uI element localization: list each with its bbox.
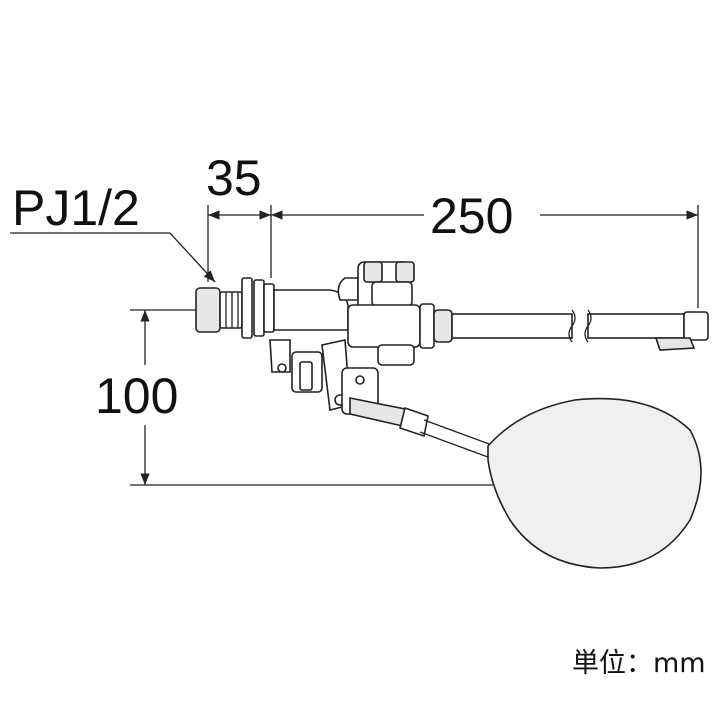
outlet-pipe-right: [587, 313, 685, 339]
outlet-pipe-left: [451, 313, 573, 339]
outlet-nut: [419, 303, 435, 349]
lock-nut-1: [241, 277, 253, 339]
float-rod-bottom: [419, 431, 497, 461]
inlet-cap: [195, 287, 221, 333]
centre-block: [347, 304, 421, 348]
lever-bracket: [269, 339, 291, 373]
upper-cap-left: [363, 261, 383, 283]
thread-label: PJ1/2: [12, 180, 140, 236]
float-rod-top: [423, 419, 501, 449]
inlet-thread: [219, 291, 243, 329]
pipe-break-left: [568, 309, 576, 343]
dim-250-label: 250: [430, 188, 513, 244]
lower-cap: [377, 344, 415, 366]
lock-nut-2: [253, 279, 265, 337]
outlet-collar: [433, 309, 453, 343]
valve-assembly: [195, 261, 709, 569]
unit-label: 単位：mm: [572, 648, 706, 679]
upper-cap-right: [395, 261, 415, 283]
body-curve: [337, 277, 359, 301]
dim-100-label: 100: [95, 368, 178, 424]
pipe-end-cap: [683, 311, 709, 341]
dimension-lines: [10, 205, 699, 486]
valve-body: [273, 289, 349, 331]
pipe-end-spout: [654, 337, 696, 351]
pipe-break-right: [584, 309, 592, 343]
float-ball: [487, 397, 702, 569]
dim-35-label: 35: [206, 150, 262, 206]
lock-nut-3: [263, 283, 275, 333]
thread-leader-line: [10, 232, 216, 283]
